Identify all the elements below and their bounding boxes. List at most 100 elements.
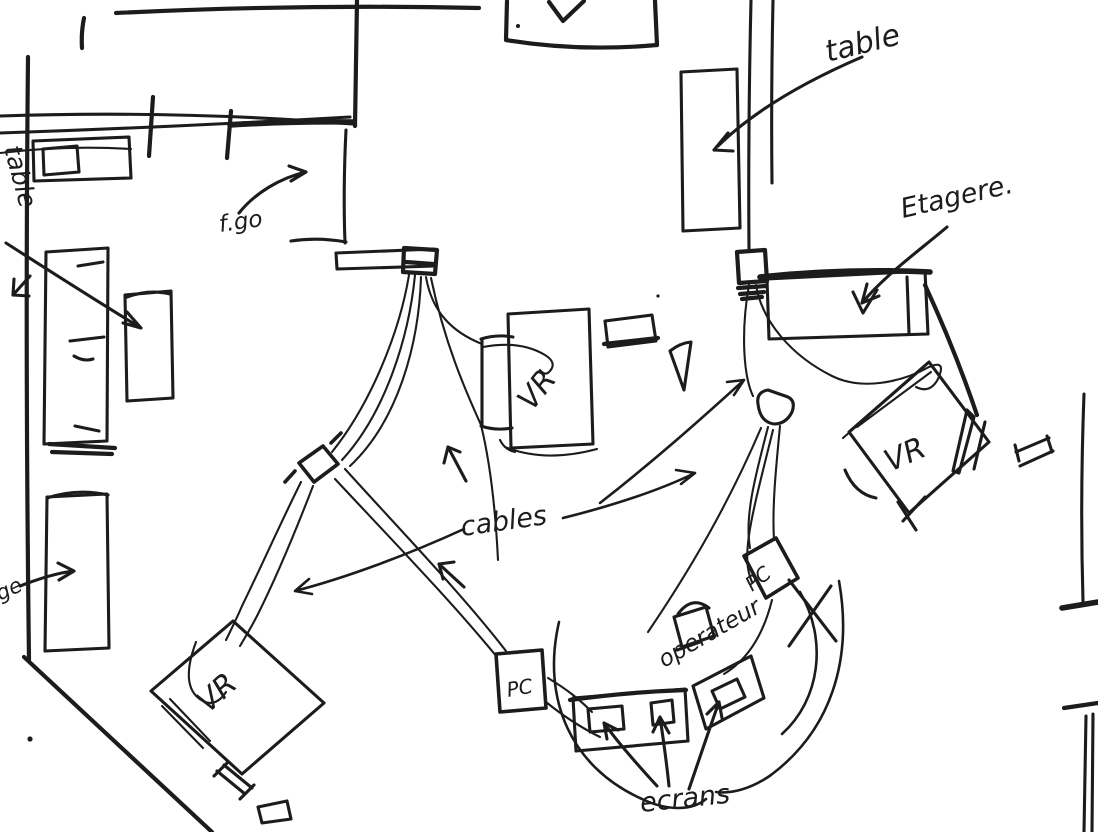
arrow-frigo bbox=[237, 164, 308, 215]
table-top-right bbox=[679, 67, 742, 233]
wall-hatch-ticks bbox=[146, 94, 234, 161]
table-top-left-line bbox=[0, 146, 133, 155]
label-pc-left: PC bbox=[505, 674, 535, 702]
table-top-left bbox=[31, 135, 133, 183]
vr-station-left bbox=[149, 619, 326, 825]
etagere-shelf-top-heavy bbox=[757, 267, 933, 280]
label-ge-partial: ge bbox=[0, 573, 26, 606]
arrow-cables-left-down bbox=[293, 527, 466, 596]
arrow-table-top bbox=[712, 55, 864, 153]
arrow-ge bbox=[18, 561, 76, 588]
cable-bundle-right bbox=[646, 283, 943, 676]
cable-right-down bbox=[743, 283, 755, 398]
wall-right-tick-1 bbox=[1059, 599, 1098, 611]
ops-enclosure-curves bbox=[552, 579, 845, 810]
cable-junction-right bbox=[756, 388, 795, 426]
arrow-cables-small-upleft bbox=[437, 560, 466, 589]
wall-diagonal-bottom-left bbox=[21, 654, 215, 832]
vr-table-center bbox=[506, 307, 595, 450]
label-vr-right: VR bbox=[879, 431, 931, 480]
label-table-left-partial: table bbox=[0, 142, 43, 211]
cable-anchor-to-vr-center bbox=[424, 275, 500, 562]
wall-step bbox=[289, 128, 348, 245]
check-mark-icon bbox=[546, 0, 587, 24]
ops-cable-cross bbox=[787, 578, 838, 648]
ops-desk-right bbox=[691, 654, 766, 731]
etagere-shelf bbox=[765, 269, 930, 341]
wall-diagonal-right bbox=[922, 282, 980, 418]
cable-pc-right-down bbox=[722, 598, 774, 676]
furniture-top bbox=[503, 0, 742, 298]
vr-station-right bbox=[841, 360, 991, 532]
wall-right-tick-2 bbox=[1061, 700, 1098, 711]
vr-table-right-tails bbox=[843, 468, 927, 532]
cables-left-down bbox=[330, 273, 423, 468]
side-flap-center bbox=[479, 334, 515, 431]
wall-right-vertical bbox=[747, 0, 775, 253]
vr-table-left-double-edge bbox=[160, 697, 212, 750]
wall-left-vertical bbox=[24, 54, 32, 663]
wall-right-lower bbox=[1080, 392, 1086, 603]
vr-station-center bbox=[479, 307, 693, 457]
ink-dot-table bbox=[516, 24, 520, 28]
bench-right bbox=[1013, 434, 1055, 468]
small-box-center-heavy bbox=[601, 335, 661, 347]
label-operateur: operateur bbox=[654, 593, 767, 673]
label-vr-center: VR bbox=[511, 363, 564, 417]
label-vr-left: VR bbox=[190, 666, 244, 720]
cable-anchor-box-left bbox=[400, 245, 440, 277]
ledge-left bbox=[334, 247, 437, 271]
furniture-left bbox=[0, 135, 175, 742]
label-pc-right: PC bbox=[740, 561, 775, 596]
arrow-cables-up bbox=[442, 445, 468, 483]
ink-dot-center bbox=[656, 294, 660, 298]
cable-hook-left bbox=[187, 640, 228, 704]
wedges-right bbox=[951, 408, 987, 475]
operator-chair bbox=[672, 601, 716, 652]
wall-top bbox=[79, 4, 482, 51]
wall-right-bottom-double bbox=[1082, 712, 1095, 832]
cables-pc-left-out bbox=[544, 676, 602, 739]
arrow-cables-right-1 bbox=[561, 468, 697, 520]
vr-table-left bbox=[149, 619, 326, 776]
label-etagere: Etagere. bbox=[898, 169, 1016, 225]
operator-area bbox=[494, 536, 845, 810]
screen-2 bbox=[649, 698, 676, 727]
small-box-center bbox=[603, 313, 658, 349]
vr-table-right-double-edge bbox=[841, 366, 933, 440]
tray-left bbox=[256, 799, 293, 825]
cable-junction-left bbox=[283, 431, 343, 484]
label-table-top: table bbox=[821, 17, 903, 69]
shelf-tall-left bbox=[42, 246, 110, 446]
arrow-ecrans-2 bbox=[651, 715, 671, 788]
wall-horizontal-heavy bbox=[227, 119, 356, 128]
annotation-arrows bbox=[4, 55, 949, 791]
arrow-ecrans-1 bbox=[602, 721, 659, 788]
vr-table-center-fabric bbox=[498, 438, 599, 457]
pc-box-left bbox=[494, 648, 548, 714]
cable-hook-center bbox=[481, 343, 554, 375]
cables-to-pc-left bbox=[333, 467, 508, 659]
wall-corner-vertical bbox=[352, 0, 360, 129]
label-frigo: f.go bbox=[217, 206, 264, 238]
arrow-table-left bbox=[4, 241, 143, 330]
ink-dot-bottom-left bbox=[27, 736, 33, 742]
cables-junction-to-vr-left bbox=[224, 480, 315, 648]
cable-bundle-left bbox=[224, 273, 602, 739]
screen-1 bbox=[586, 704, 626, 734]
cable-right-to-vr bbox=[754, 283, 943, 391]
table-top-center bbox=[503, 0, 660, 50]
wedge-center bbox=[668, 340, 693, 392]
label-ecrans: ecrans bbox=[638, 779, 731, 819]
arrow-cables-right-2 bbox=[598, 378, 746, 505]
cabinet-left bbox=[43, 490, 111, 653]
shelf-tall-left-base bbox=[46, 441, 118, 457]
arrow-etagere bbox=[860, 225, 949, 305]
cable-sweep-left bbox=[646, 426, 775, 634]
bench-left bbox=[212, 760, 256, 801]
pc-box-right bbox=[742, 536, 800, 600]
label-cables: cables bbox=[459, 500, 549, 543]
